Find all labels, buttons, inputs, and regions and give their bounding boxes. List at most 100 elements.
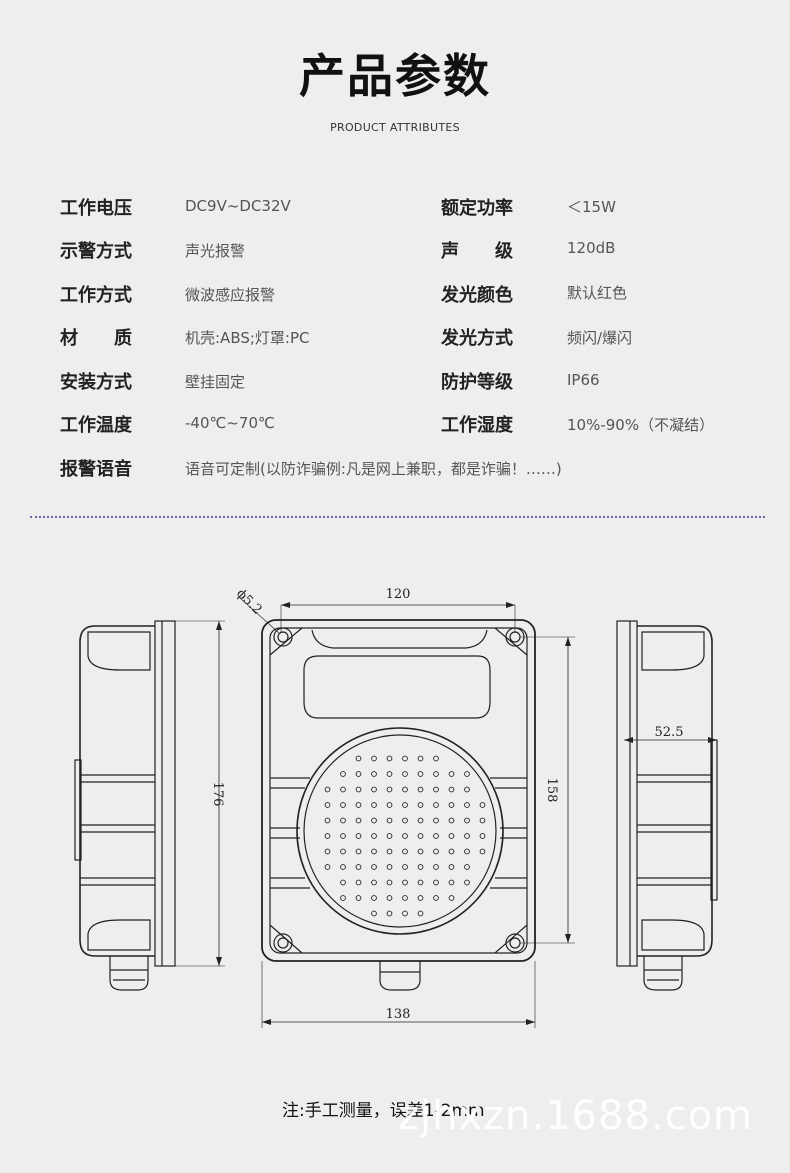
spec-label-voice: 报警语音: [60, 459, 132, 480]
grille-hole: [371, 864, 377, 870]
spec-value-power: ＜15W: [567, 198, 616, 216]
grille-hole: [448, 833, 455, 839]
grille-hole: [371, 802, 377, 808]
spec-value-alarm-mode: 声光报警: [185, 242, 246, 260]
grille-hole: [355, 879, 362, 886]
grille-hole: [402, 786, 408, 793]
grille-hole: [433, 864, 439, 870]
grille-hole: [324, 833, 331, 839]
grille-hole: [448, 786, 455, 793]
grille-hole: [448, 802, 455, 808]
grille-hole: [355, 817, 362, 824]
grille-hole: [402, 895, 408, 901]
grille-hole: [355, 786, 362, 793]
grille-hole: [433, 817, 439, 824]
grille-hole: [386, 879, 393, 886]
grille-hole: [417, 817, 424, 824]
spec-value-sound-level: 120dB: [567, 239, 616, 257]
grille-hole: [340, 786, 346, 793]
spec-value-light-color: 默认红色: [567, 284, 628, 302]
grille-hole: [386, 910, 393, 917]
dim-top-width: 120: [386, 587, 411, 602]
grille-hole: [479, 848, 486, 855]
spec-value-material: 机壳:ABS;灯罩:PC: [185, 329, 310, 347]
grille-hole: [386, 848, 393, 855]
grille-hole: [340, 895, 346, 901]
grille-hole: [433, 786, 439, 793]
grille-hole: [433, 833, 439, 839]
grille-hole: [340, 771, 346, 777]
page-title: 产品参数: [299, 49, 491, 103]
grille-hole: [371, 786, 377, 793]
grille-hole: [402, 771, 408, 777]
spec-label-sound-level: 声 级: [441, 241, 513, 262]
grille-hole: [324, 802, 331, 808]
grille-hole: [479, 817, 486, 824]
spec-label-install: 安装方式: [60, 372, 132, 393]
grille-hole: [340, 848, 346, 855]
spec-label-light-mode: 发光方式: [441, 328, 513, 349]
spec-label-power: 额定功率: [441, 198, 513, 219]
grille-hole: [324, 848, 331, 855]
spec-label-protection: 防护等级: [441, 372, 513, 393]
spec-label-material: 材 质: [60, 328, 132, 349]
spec-value-voice: 语音可定制(以防诈骗例:凡是网上兼职，都是诈骗！……): [185, 460, 562, 478]
grille-hole: [464, 771, 470, 777]
dim-side-depth: 52.5: [655, 725, 684, 740]
spec-label-temperature: 工作温度: [60, 415, 132, 436]
grille-hole: [386, 864, 393, 870]
grille-hole: [433, 771, 439, 777]
spec-label-light-color: 发光颜色: [441, 285, 513, 306]
grille-hole: [417, 864, 424, 870]
dim-left-height: 176: [210, 782, 225, 807]
grille-hole: [324, 864, 331, 870]
grille-hole: [417, 833, 424, 839]
grille-hole: [355, 895, 362, 901]
grille-hole: [340, 802, 346, 808]
grille-hole: [402, 802, 408, 808]
spec-value-temperature: -40℃~70℃: [185, 414, 275, 432]
grille-hole: [386, 786, 393, 793]
dim-hole-diameter: ϕ5.2: [233, 586, 264, 617]
grille-hole: [417, 910, 424, 917]
grille-hole: [340, 879, 346, 886]
grille-hole: [355, 771, 362, 777]
grille-hole: [355, 848, 362, 855]
grille-hole: [464, 864, 470, 870]
grille-hole: [433, 895, 439, 901]
grille-hole: [386, 895, 393, 901]
grille-hole: [417, 755, 424, 762]
grille-hole: [402, 848, 408, 855]
front-view: [239, 597, 575, 1028]
grille-hole: [402, 910, 408, 917]
grille-hole: [417, 895, 424, 901]
dotted-divider: [30, 516, 765, 518]
grille-hole: [386, 817, 393, 824]
grille-hole: [479, 802, 486, 808]
grille-hole: [355, 755, 362, 762]
grille-hole: [479, 833, 486, 839]
grille-hole: [448, 848, 455, 855]
grille-hole: [402, 817, 408, 824]
spec-label-humidity: 工作湿度: [441, 415, 513, 436]
grille-hole: [402, 864, 408, 870]
grille-hole: [417, 771, 424, 777]
grille-hole: [340, 833, 346, 839]
spec-value-install: 壁挂固定: [185, 373, 246, 391]
grille-hole: [417, 848, 424, 855]
spec-value-protection: IP66: [567, 371, 600, 389]
spec-value-light-mode: 频闪/爆闪: [567, 329, 633, 347]
watermark: zjhxzn.1688.com: [398, 1093, 754, 1139]
grille-hole: [448, 895, 455, 901]
grille-hole: [355, 802, 362, 808]
grille-hole: [433, 848, 439, 855]
grille-hole: [417, 802, 424, 808]
left-side-view: [74, 620, 225, 991]
grille-hole: [371, 755, 377, 762]
grille-hole: [355, 833, 362, 839]
grille-hole: [448, 879, 455, 886]
grille-hole: [371, 817, 377, 824]
grille-hole: [417, 879, 424, 886]
grille-hole: [464, 848, 470, 855]
grille-hole: [402, 879, 408, 886]
